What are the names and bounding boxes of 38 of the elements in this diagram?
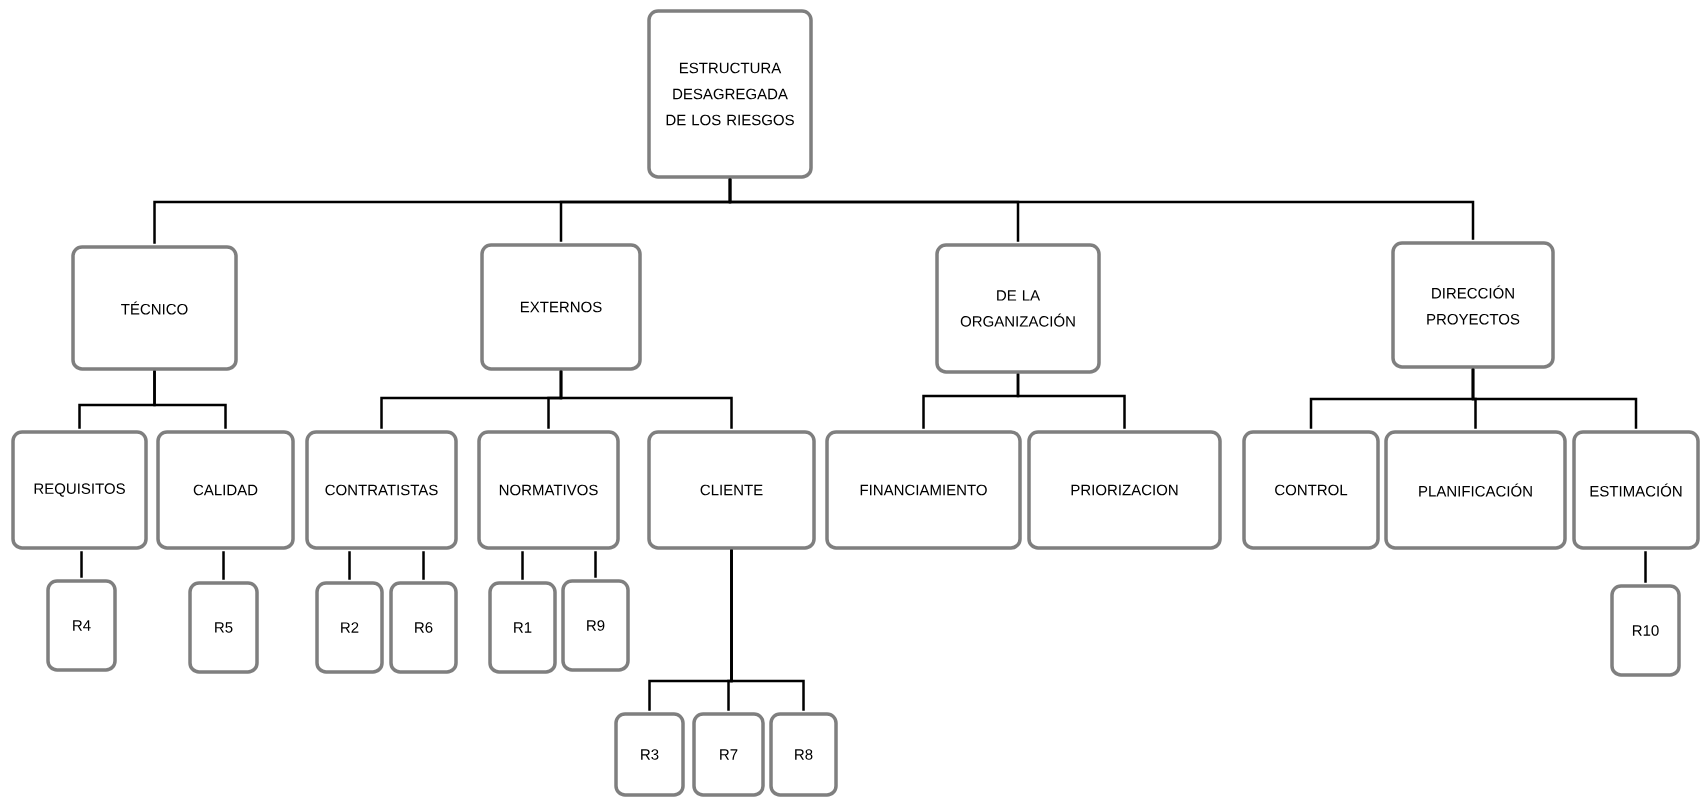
category-box: R7: [692, 712, 765, 797]
category-box: R9: [561, 579, 630, 672]
category-box: R6: [389, 581, 458, 674]
category-box: EXTERNOS: [480, 243, 642, 371]
category-box: CALIDAD: [156, 430, 295, 550]
category-box: FINANCIAMIENTO: [825, 430, 1022, 550]
connector-line: [594, 551, 597, 578]
connector-line: [1016, 373, 1126, 429]
category-box: TÉCNICO: [71, 245, 238, 371]
category-box: NORMATIVOS: [477, 430, 620, 550]
connector-line: [730, 549, 805, 711]
connector-line: [348, 551, 351, 580]
category-box: REQUISITOS: [11, 430, 148, 550]
connector-line: [1471, 368, 1638, 429]
category-box: DIRECCIÓN PROYECTOS: [1391, 241, 1555, 369]
category-box: ESTRUCTURA DESAGREGADA DE LOS RIESGOS: [647, 9, 813, 179]
category-box: DE LA ORGANIZACIÓN: [935, 243, 1101, 374]
category-box: R4: [46, 579, 117, 672]
category-box: PRIORIZACION: [1027, 430, 1222, 550]
connector-line: [153, 370, 227, 429]
category-box: PLANIFICACIÓN: [1384, 430, 1567, 550]
connector-line: [80, 551, 83, 578]
category-box: CONTROL: [1242, 430, 1380, 550]
category-box: CLIENTE: [647, 430, 816, 550]
category-box: ESTIMACIÓN: [1572, 430, 1700, 550]
category-box: R10: [1610, 584, 1681, 677]
category-box: R5: [188, 581, 259, 674]
connector-line: [521, 551, 524, 580]
category-box: R1: [488, 581, 557, 674]
connector-line: [1644, 551, 1647, 583]
category-box: R3: [614, 712, 685, 797]
category-box: R8: [769, 712, 838, 797]
connector-line: [222, 551, 225, 580]
connector-line: [422, 551, 425, 580]
category-box: CONTRATISTAS: [305, 430, 458, 550]
connector-line: [728, 178, 1475, 240]
connector-line: [559, 370, 733, 429]
category-box: R2: [315, 581, 384, 674]
